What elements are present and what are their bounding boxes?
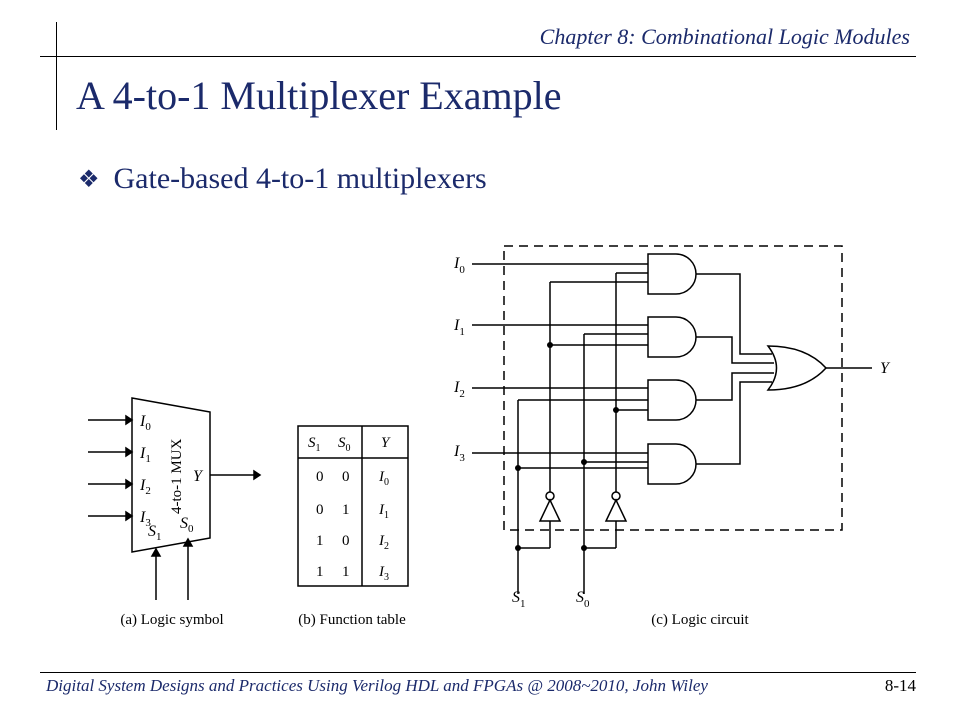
svg-text:0: 0 (342, 469, 350, 485)
svg-text:I2: I2 (378, 533, 389, 552)
circuit-output-label: Y (880, 360, 891, 377)
and-gate-3 (647, 443, 697, 485)
header-rule (40, 56, 916, 57)
svg-text:I3: I3 (378, 564, 389, 583)
junction-dots (515, 342, 619, 551)
inverter-s1 (538, 498, 562, 522)
table-row: 0 0 I0 (316, 469, 389, 488)
bullet-item: ❖ Gate-based 4-to-1 multiplexers (78, 162, 487, 196)
symbol-input-label: I1 (139, 445, 151, 465)
inverter-s0 (604, 498, 628, 522)
slide-title: A 4-to-1 Multiplexer Example (76, 73, 562, 118)
caption-logic-symbol: (a) Logic symbol (120, 612, 223, 628)
circuit-input-label: I3 (453, 443, 465, 464)
symbol-input-label: I0 (139, 413, 151, 433)
and-gate-2 (647, 379, 697, 421)
svg-text:1: 1 (342, 564, 350, 580)
table-row: 1 1 I3 (316, 564, 389, 583)
logic-circuit (472, 245, 872, 594)
svg-text:I0: I0 (378, 469, 389, 488)
circuit-input-label: I1 (453, 317, 465, 338)
mux-symbol-labels: I0 I1 I2 I3 Y S1 S0 (139, 413, 204, 543)
circuit-select-label: S1 (512, 589, 526, 610)
page-number: 8-14 (884, 676, 916, 695)
footer-rule (40, 672, 916, 673)
function-table (297, 425, 409, 587)
mux-block-label: 4-to-1 MUX (169, 438, 185, 514)
table-row: 1 0 I2 (316, 533, 389, 552)
svg-text:0: 0 (316, 469, 324, 485)
table-row: 0 1 I1 (316, 502, 389, 521)
chapter-title: Chapter 8: Combinational Logic Modules (539, 24, 910, 49)
table-header-y: Y (381, 435, 391, 451)
table-header-s0: S0 (338, 435, 351, 454)
bullet-text: Gate-based 4-to-1 multiplexers (113, 162, 487, 195)
table-frame (297, 425, 409, 587)
table-body: 0 0 I0 0 1 I1 1 0 I2 1 1 I3 (316, 469, 389, 583)
symbol-select-label: S0 (180, 515, 194, 535)
table-headers: S1 S0 Y (308, 435, 391, 454)
caption-logic-circuit: (c) Logic circuit (651, 612, 749, 628)
circuit-input-label: I0 (453, 255, 465, 276)
or-gate (766, 345, 828, 391)
svg-text:1: 1 (316, 564, 324, 580)
circuit-select-label: S0 (576, 589, 590, 610)
diamond-bullet-icon: ❖ (78, 166, 100, 193)
svg-text:1: 1 (342, 502, 350, 518)
symbol-input-label: I2 (139, 477, 151, 497)
footer-citation: Digital System Designs and Practices Usi… (46, 676, 708, 695)
and-gate-0 (647, 253, 697, 295)
svg-text:I1: I1 (378, 502, 389, 521)
svg-text:0: 0 (316, 502, 324, 518)
table-header-s1: S1 (308, 435, 321, 454)
circuit-input-label: I2 (453, 379, 465, 400)
symbol-input-label: I3 (139, 509, 151, 529)
symbol-select-label: S1 (148, 523, 162, 543)
svg-text:0: 0 (342, 533, 350, 549)
symbol-output-label: Y (193, 468, 204, 485)
mux-symbol (88, 397, 262, 600)
caption-function-table: (b) Function table (298, 612, 406, 628)
and-gate-1 (647, 316, 697, 358)
svg-text:1: 1 (316, 533, 324, 549)
header-vertical-rule (56, 22, 57, 130)
mux-trapezoid (131, 397, 211, 553)
circuit-labels: I0 I1 I2 I3 Y S1 S0 (453, 255, 891, 610)
